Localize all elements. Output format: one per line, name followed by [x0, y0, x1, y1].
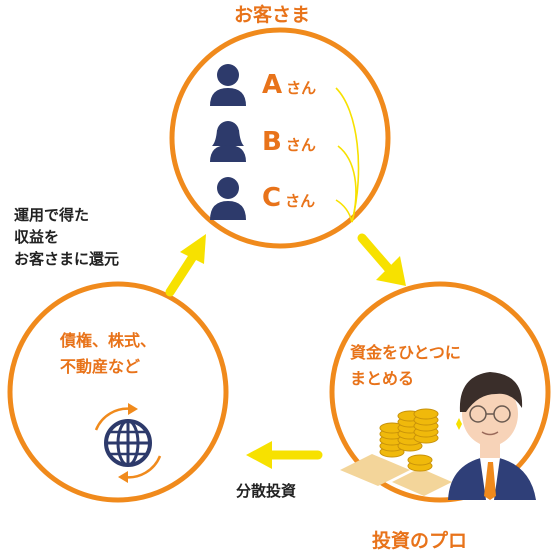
return-line-1: 運用で得た [14, 206, 90, 224]
pro-caption: 資金をひとつに まとめる [350, 340, 461, 392]
return-flow-label: 運用で得た 収益を お客さまに還元 [14, 204, 119, 270]
pooling-lines [335, 87, 360, 223]
person-suffix: さん [286, 79, 317, 97]
diversify-label: 分散投資 [236, 482, 297, 500]
assets-circle [7, 281, 229, 503]
person-suffix: さん [285, 192, 316, 210]
person-suffix: さん [285, 136, 316, 154]
return-line-3: お客さまに還元 [14, 250, 120, 268]
assets-line-2: 不動産など [60, 357, 141, 376]
person-letter: C [262, 183, 282, 213]
person-icon [210, 121, 246, 162]
person-icon [210, 177, 246, 220]
assets-label: 債権、株式、 不動産など [60, 328, 156, 380]
coins-icon [340, 408, 452, 496]
person-letter: A [262, 70, 283, 100]
arrow-to-assets [246, 441, 323, 469]
pro-caption-line-2: まとめる [350, 369, 415, 388]
customers-title: お客さま [234, 4, 311, 26]
person-icon [210, 64, 246, 106]
assets-line-1: 債権、株式、 [60, 331, 157, 350]
globe-icon [94, 403, 162, 483]
pro-title: 投資のプロ [372, 530, 468, 552]
pro-caption-line-1: 資金をひとつに [350, 343, 461, 362]
investor-illustration [448, 372, 536, 500]
arrow-to-customers [165, 234, 206, 297]
arrow-to-pro [357, 233, 406, 286]
return-line-2: 収益を [14, 228, 60, 246]
person-letter: B [262, 127, 282, 157]
